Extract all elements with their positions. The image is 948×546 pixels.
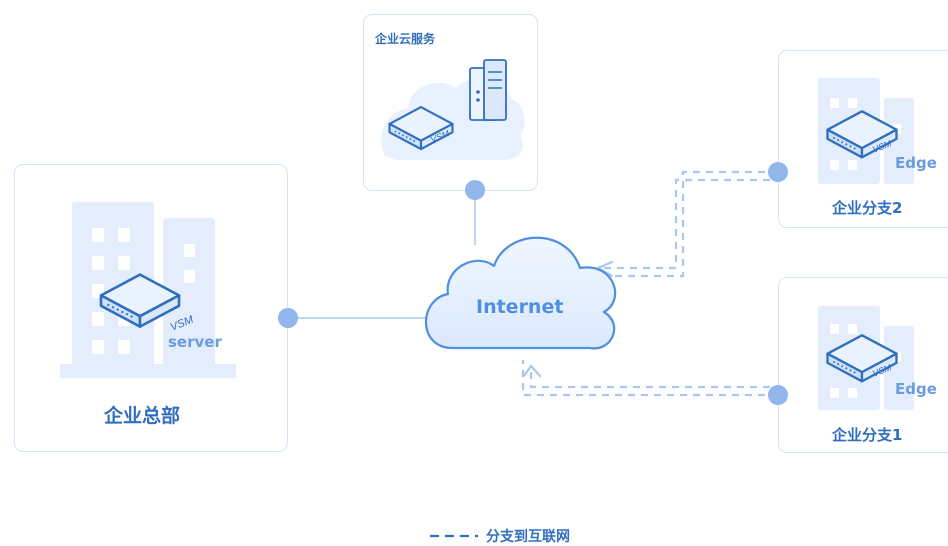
dashed-links (521, 170, 778, 397)
connection-dots (278, 162, 788, 405)
hq-building-icon (60, 202, 236, 378)
legend-label: 分支到互联网 (486, 529, 570, 545)
dot-hq (278, 308, 298, 328)
arrowheads (522, 260, 614, 378)
hq-role-label: server (168, 333, 222, 351)
branch2-role-label: Edge (895, 154, 937, 172)
internet-cloud-icon (424, 236, 617, 350)
branch1-role-label: Edge (895, 380, 937, 398)
branch1-to-internet-inner (529, 370, 770, 389)
dot-branch2 (768, 162, 788, 182)
branch2-to-internet (602, 170, 778, 278)
branch2-to-internet-inner (598, 178, 770, 270)
server-rack-icon (469, 59, 507, 121)
dot-branch1 (768, 385, 788, 405)
branch2-label: 企业分支2 (832, 199, 903, 217)
branch1-label: 企业分支1 (832, 426, 903, 444)
hq-label: 企业总部 (104, 405, 181, 427)
internet-label: Internet (476, 296, 564, 318)
cloud-service-label: 企业云服务 (375, 32, 436, 46)
dot-cloud-service (465, 180, 485, 200)
arrow-branch1 (522, 364, 542, 378)
branch1-to-internet (521, 360, 778, 397)
arrow-branch2 (595, 260, 614, 278)
